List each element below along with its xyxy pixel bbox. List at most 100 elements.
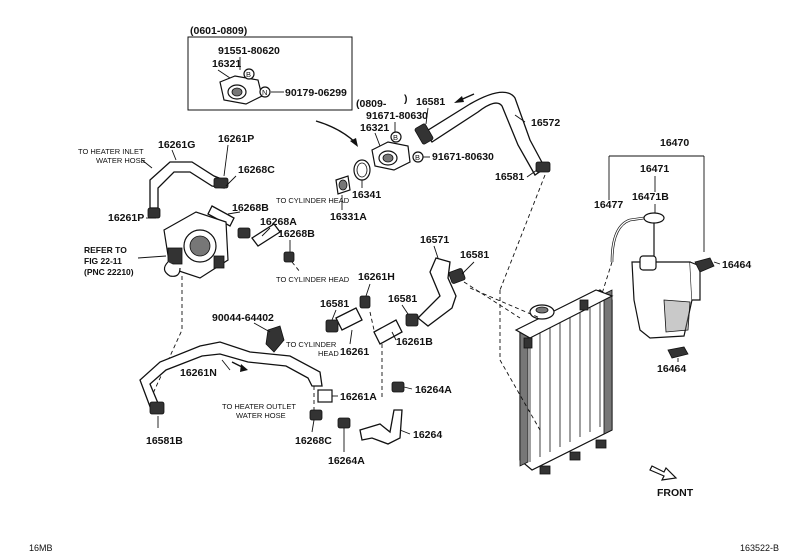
- part-label-16264A-b: 16264A: [328, 455, 365, 467]
- hose-clamp-icon-6: [283, 251, 295, 263]
- variant-range-label-2: (0809-: [356, 98, 387, 110]
- svg-text:B: B: [246, 70, 251, 79]
- hose-clamp-icon-12: [391, 381, 405, 393]
- hose-16268A: [251, 223, 281, 247]
- hose-clamp-icon-5: [237, 227, 251, 239]
- hose-clamp-icon-3: [213, 177, 229, 189]
- part-label-16477: 16477: [594, 199, 623, 211]
- refer-to-note: REFER TO FIG 22-11 (PNC 22210): [84, 245, 167, 277]
- note-cyl-head-3b: HEAD: [318, 349, 339, 358]
- part-label-16321: 16321: [360, 122, 389, 134]
- part-label-16581-d: 16581: [320, 298, 349, 310]
- front-indicator: FRONT: [649, 465, 694, 499]
- note-cyl-head-3a: TO CYLINDER: [286, 340, 337, 349]
- part-label-16261P-b: 16261P: [108, 212, 144, 224]
- part-label-16572: 16572: [531, 117, 560, 129]
- hose-clamp-icon-7: [448, 268, 466, 284]
- fitting-icon: [317, 389, 333, 403]
- upper-radiator-hose: 16581 16572 16581: [414, 91, 560, 291]
- part-label-16264: 16264: [413, 429, 442, 441]
- grommet-icon-2: [667, 346, 689, 359]
- part-label-16261H: 16261H: [358, 271, 395, 283]
- part-label-16268A: 16268A: [260, 216, 297, 228]
- part-label-16341: 16341: [352, 189, 381, 201]
- part-label-16331A: 16331A: [330, 211, 367, 223]
- front-arrow-icon: [649, 465, 678, 481]
- part-label-16268C-b: 16268C: [295, 435, 332, 447]
- radiator: [469, 287, 614, 475]
- overflow-tube-icon: [610, 216, 645, 263]
- part-label-16261: 16261: [340, 346, 369, 358]
- part-label-16581-c: 16581: [460, 249, 489, 261]
- part-label-16261N: 16261N: [180, 367, 217, 379]
- reservoir-cap-icon: [643, 212, 665, 224]
- note-heater-inlet-1: TO HEATER INLET: [78, 147, 144, 156]
- reservoir-tank-icon: [631, 261, 693, 339]
- hose-clamp-icon-13: [309, 409, 323, 421]
- part-label-16471: 16471: [640, 163, 669, 175]
- variant-range-label: (0601-0809): [190, 25, 247, 37]
- note-heater-inlet-2: WATER HOSE: [96, 156, 146, 165]
- hose-16571: [417, 257, 457, 327]
- footer-left-code: 16MB: [29, 543, 53, 553]
- variant-range-close: ): [404, 93, 408, 105]
- part-label-16581-a: 16581: [416, 96, 445, 108]
- refer-line-3: (PNC 22210): [84, 267, 134, 277]
- note-heater-outlet-2: WATER HOSE: [236, 411, 286, 420]
- hose-clamp-icon: [414, 123, 434, 145]
- hose-clamp-icon-11: [149, 401, 165, 415]
- heater-lines-group: TO HEATER INLET WATER HOSE 16261G 16261P…: [78, 133, 350, 401]
- note-cyl-head-2: TO CYLINDER HEAD: [276, 275, 350, 284]
- note-heater-outlet-1: TO HEATER OUTLET: [222, 402, 296, 411]
- part-label-16261B: 16261B: [396, 336, 433, 348]
- note-cyl-head-1: TO CYLINDER HEAD: [276, 196, 350, 205]
- part-label-16261G: 16261G: [158, 139, 195, 151]
- part-label-16464-a: 16464: [722, 259, 751, 271]
- hose-bracket-icon: [265, 325, 285, 353]
- marker-n-icon: [259, 86, 271, 98]
- part-label-16268C-a: 16268C: [238, 164, 275, 176]
- refer-line-2: FIG 22-11: [84, 256, 122, 266]
- hose-16261N: [139, 341, 323, 413]
- part-label-90044-64402: 90044-64402: [212, 312, 274, 324]
- reservoir-group: 16470 16471 16471B 16477 16464 16464: [594, 137, 751, 375]
- footer-right-code: 163522-B: [740, 543, 779, 553]
- part-label-16581-e: 16581: [388, 293, 417, 305]
- flow-arrow-icon: [454, 96, 464, 103]
- marker-b-icon-2: [390, 131, 402, 143]
- part-label-16571: 16571: [420, 234, 449, 246]
- hose-clamp-icon-8: [405, 313, 419, 327]
- hose-16261: [335, 307, 363, 331]
- bypass-group: 90044-64402 16261N 16264A 16261A 16268C …: [139, 312, 452, 467]
- svg-text:B: B: [393, 133, 398, 142]
- part-label-16470: 16470: [660, 137, 689, 149]
- part-label-16471B: 16471B: [632, 191, 669, 203]
- upper-outlet-group: (0809- ) 91671-80630 16321 91671-80630 1…: [315, 93, 494, 223]
- hose-clamp-icon-9: [359, 295, 371, 309]
- hose-16261B: [373, 319, 403, 345]
- variant-box: (0601-0809) 91551-80620 16321 90179-0629…: [187, 25, 353, 111]
- hose-16264: [359, 409, 403, 445]
- part-label-16581B: 16581B: [146, 435, 183, 447]
- grommet-icon: [694, 257, 715, 273]
- svg-text:B: B: [415, 153, 420, 162]
- lower-hose-group: 16571 16581 16261H 16581 16581 16261 162…: [320, 234, 521, 400]
- hose-16261G: [149, 161, 225, 209]
- svg-text:N: N: [262, 88, 267, 97]
- part-label-16581-b: 16581: [495, 171, 524, 183]
- front-label: FRONT: [657, 487, 694, 499]
- part-label-90179-06299: 90179-06299: [285, 87, 347, 99]
- part-label-91671-80630-a: 91671-80630: [366, 110, 428, 122]
- part-label-16321-box: 16321: [212, 58, 241, 70]
- part-label-16261P-a: 16261P: [218, 133, 254, 145]
- part-label-91551-80620: 91551-80620: [218, 45, 280, 57]
- hose-clamp-icon-2: [535, 161, 551, 173]
- flow-arrow-icon-2: [240, 364, 248, 372]
- hose-clamp-icon-14: [337, 417, 351, 429]
- refer-line-1: REFER TO: [84, 245, 127, 255]
- throttle-body-icon: [163, 211, 229, 279]
- direction-arrow-icon: [315, 120, 357, 144]
- part-label-16268B-b: 16268B: [278, 228, 315, 240]
- part-label-16264A-a: 16264A: [415, 384, 452, 396]
